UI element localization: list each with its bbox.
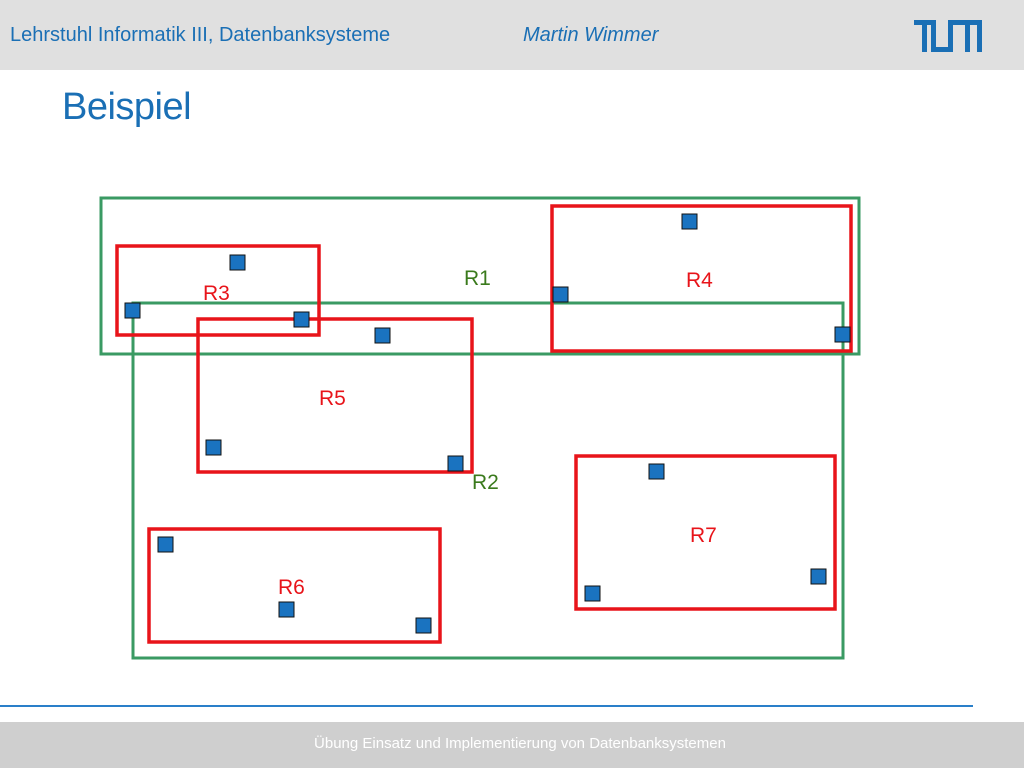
label-r5: R5 — [319, 387, 346, 410]
rtree-diagram: R1 R2 R3 R4 R5 R6 R7 — [99, 196, 861, 660]
data-point — [205, 439, 222, 456]
region-r7 — [574, 454, 837, 611]
label-r6: R6 — [278, 576, 305, 599]
data-point — [278, 601, 295, 618]
region-r2 — [131, 301, 845, 660]
region-r4 — [550, 204, 853, 353]
label-r3: R3 — [203, 282, 230, 305]
tum-logo-icon — [914, 20, 982, 52]
region-r3 — [115, 244, 321, 337]
slide-header: Lehrstuhl Informatik III, Datenbanksyste… — [0, 0, 1024, 70]
region-r6 — [147, 527, 442, 644]
data-point — [415, 617, 432, 634]
label-r2: R2 — [472, 471, 499, 494]
data-point — [648, 463, 665, 480]
data-point — [293, 311, 310, 328]
institution-label: Lehrstuhl Informatik III, Datenbanksyste… — [10, 24, 391, 46]
data-point — [447, 455, 464, 472]
region-r5 — [196, 317, 474, 474]
region-r1 — [99, 196, 861, 356]
label-r1: R1 — [464, 267, 491, 290]
data-point — [229, 254, 246, 271]
label-r4: R4 — [686, 269, 713, 292]
data-point — [124, 302, 141, 319]
data-point — [834, 326, 851, 343]
data-point — [374, 327, 391, 344]
data-point — [584, 585, 601, 602]
data-point — [552, 286, 569, 303]
data-point — [810, 568, 827, 585]
slide-footer: Übung Einsatz und Implementierung von Da… — [0, 722, 1024, 768]
slide-title: Beispiel — [62, 86, 192, 128]
label-r7: R7 — [690, 524, 717, 547]
data-point — [157, 536, 174, 553]
data-point — [681, 213, 698, 230]
author-label: Martin Wimmer — [523, 24, 659, 46]
footer-divider — [0, 705, 973, 707]
footer-course-title: Übung Einsatz und Implementierung von Da… — [314, 735, 726, 752]
